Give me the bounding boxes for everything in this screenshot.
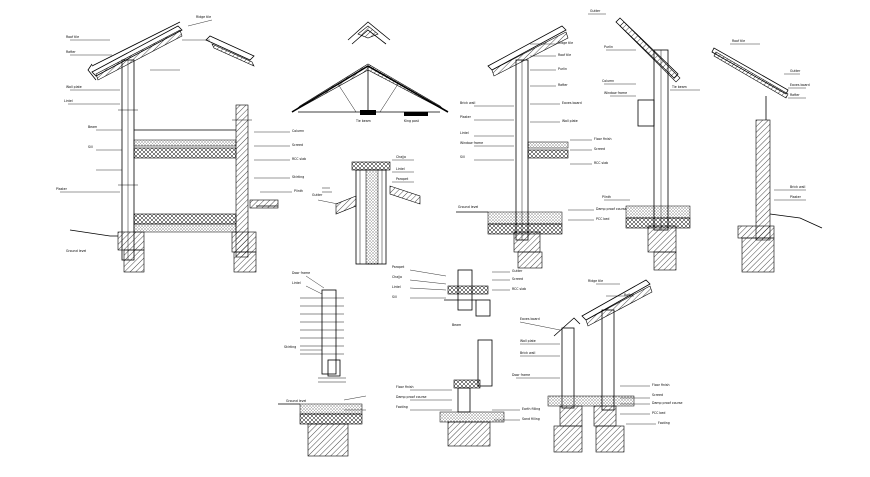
svg-text:Screed: Screed bbox=[512, 277, 523, 281]
svg-text:Earth filling: Earth filling bbox=[522, 407, 540, 411]
svg-text:Damp proof course: Damp proof course bbox=[596, 207, 627, 211]
svg-text:PCC bed: PCC bed bbox=[652, 411, 665, 415]
svg-text:Beam: Beam bbox=[452, 323, 461, 327]
svg-text:Tie beam: Tie beam bbox=[671, 85, 687, 89]
svg-text:Window frame: Window frame bbox=[460, 141, 483, 145]
svg-text:RCC slab: RCC slab bbox=[594, 161, 608, 165]
svg-text:Brick wall: Brick wall bbox=[520, 351, 535, 355]
svg-text:Chajja: Chajja bbox=[392, 275, 402, 279]
svg-text:Sill: Sill bbox=[392, 295, 397, 299]
svg-text:Gutter: Gutter bbox=[590, 9, 601, 13]
svg-text:Damp proof course: Damp proof course bbox=[396, 395, 427, 399]
svg-text:Floor finish: Floor finish bbox=[594, 137, 612, 141]
svg-text:Window frame: Window frame bbox=[604, 91, 627, 95]
annotation-text-group-2: Ridge tile Roof tile Purlin Rafter Eaves… bbox=[458, 41, 627, 221]
svg-text:RCC slab: RCC slab bbox=[292, 157, 306, 161]
svg-text:Gutter: Gutter bbox=[790, 69, 801, 73]
svg-text:Roof tile: Roof tile bbox=[66, 35, 79, 39]
svg-text:Footing: Footing bbox=[658, 421, 670, 425]
svg-text:Ridge tile: Ridge tile bbox=[196, 15, 211, 19]
svg-text:Rafter: Rafter bbox=[558, 83, 568, 87]
svg-text:Rafter: Rafter bbox=[624, 293, 634, 297]
svg-text:Footing: Footing bbox=[396, 405, 408, 409]
svg-text:Brick wall: Brick wall bbox=[460, 101, 475, 105]
roof-truss-detail: King post Tie beam bbox=[291, 21, 449, 123]
svg-text:Damp proof course: Damp proof course bbox=[652, 401, 683, 405]
wall-section-detail-2: Ridge tile Roof tile Purlin Rafter Eaves… bbox=[456, 9, 627, 269]
svg-text:Skirting: Skirting bbox=[284, 345, 296, 349]
svg-text:Ridge tile: Ridge tile bbox=[558, 41, 573, 45]
svg-text:Purlin: Purlin bbox=[558, 67, 567, 71]
svg-text:Plaster: Plaster bbox=[790, 195, 802, 199]
svg-text:Column: Column bbox=[292, 129, 304, 133]
svg-text:Eaves board: Eaves board bbox=[520, 317, 540, 321]
svg-text:Ground level: Ground level bbox=[66, 249, 86, 253]
svg-text:Door frame: Door frame bbox=[512, 373, 530, 377]
svg-text:Screed: Screed bbox=[292, 143, 303, 147]
svg-text:Lintel: Lintel bbox=[396, 167, 405, 171]
svg-text:PCC bed: PCC bed bbox=[596, 217, 609, 221]
svg-text:Wall plate: Wall plate bbox=[520, 339, 536, 343]
svg-text:Sand filling: Sand filling bbox=[522, 417, 540, 421]
wall-section-detail-1: Roof tile Rafter Wall plate Lintel Beam … bbox=[56, 15, 306, 273]
svg-text:Ridge tile: Ridge tile bbox=[588, 279, 603, 283]
svg-text:Plinth: Plinth bbox=[602, 195, 611, 199]
svg-text:Ground level: Ground level bbox=[286, 399, 306, 403]
svg-text:Skirting: Skirting bbox=[292, 175, 304, 179]
svg-text:Sill: Sill bbox=[460, 155, 465, 159]
svg-text:Plaster: Plaster bbox=[56, 187, 68, 191]
svg-text:RCC slab: RCC slab bbox=[512, 287, 526, 291]
svg-text:Plinth: Plinth bbox=[294, 189, 303, 193]
svg-text:Sill: Sill bbox=[88, 145, 93, 149]
svg-text:Screed: Screed bbox=[652, 393, 663, 397]
svg-text:Roof tile: Roof tile bbox=[558, 53, 571, 57]
svg-text:Lintel: Lintel bbox=[392, 285, 401, 289]
svg-text:Rafter: Rafter bbox=[66, 50, 76, 54]
svg-text:Rafter: Rafter bbox=[790, 93, 800, 97]
svg-text:Eaves board: Eaves board bbox=[790, 83, 810, 87]
svg-text:Tie beam: Tie beam bbox=[355, 119, 371, 123]
annotation-text-group-1: Roof tile Rafter Wall plate Lintel Beam … bbox=[56, 15, 306, 253]
svg-text:Chajja: Chajja bbox=[396, 155, 406, 159]
wall-section-detail-4: Ridge tile Rafter Eaves board Wall plate… bbox=[512, 279, 683, 453]
column-chajja-detail: Chajja Lintel Parapet Gutter bbox=[312, 155, 421, 265]
svg-text:Wall plate: Wall plate bbox=[562, 119, 578, 123]
svg-text:Door frame: Door frame bbox=[292, 271, 310, 275]
svg-text:King post: King post bbox=[404, 119, 420, 123]
svg-text:Purlin: Purlin bbox=[604, 45, 613, 49]
svg-text:Brick wall: Brick wall bbox=[790, 185, 805, 189]
svg-text:Column: Column bbox=[602, 79, 614, 83]
svg-text:Wall plate: Wall plate bbox=[66, 85, 82, 89]
svg-text:Lintel: Lintel bbox=[460, 131, 469, 135]
svg-text:Ground level: Ground level bbox=[458, 205, 478, 209]
svg-text:Roof tile: Roof tile bbox=[732, 39, 745, 43]
svg-text:Eaves board: Eaves board bbox=[562, 101, 582, 105]
svg-text:Beam: Beam bbox=[88, 125, 97, 129]
svg-text:Gutter: Gutter bbox=[512, 269, 523, 273]
svg-text:Parapet: Parapet bbox=[396, 177, 409, 181]
parapet-sill-detail: Parapet Chajja Lintel Sill Gutter Screed… bbox=[392, 265, 540, 447]
svg-text:Floor finish: Floor finish bbox=[396, 385, 414, 389]
svg-text:Lintel: Lintel bbox=[292, 281, 301, 285]
svg-text:Screed: Screed bbox=[594, 147, 605, 151]
svg-text:Plaster: Plaster bbox=[460, 115, 472, 119]
svg-text:Floor finish: Floor finish bbox=[652, 383, 670, 387]
svg-text:Parapet: Parapet bbox=[392, 265, 405, 269]
svg-text:Lintel: Lintel bbox=[64, 99, 73, 103]
svg-text:Gutter: Gutter bbox=[312, 193, 323, 197]
wall-section-detail-3: Purlin Column Window frame Plinth Tie be… bbox=[602, 17, 823, 273]
stair-section-detail: Door frame Lintel Skirting Ground level bbox=[278, 271, 367, 457]
